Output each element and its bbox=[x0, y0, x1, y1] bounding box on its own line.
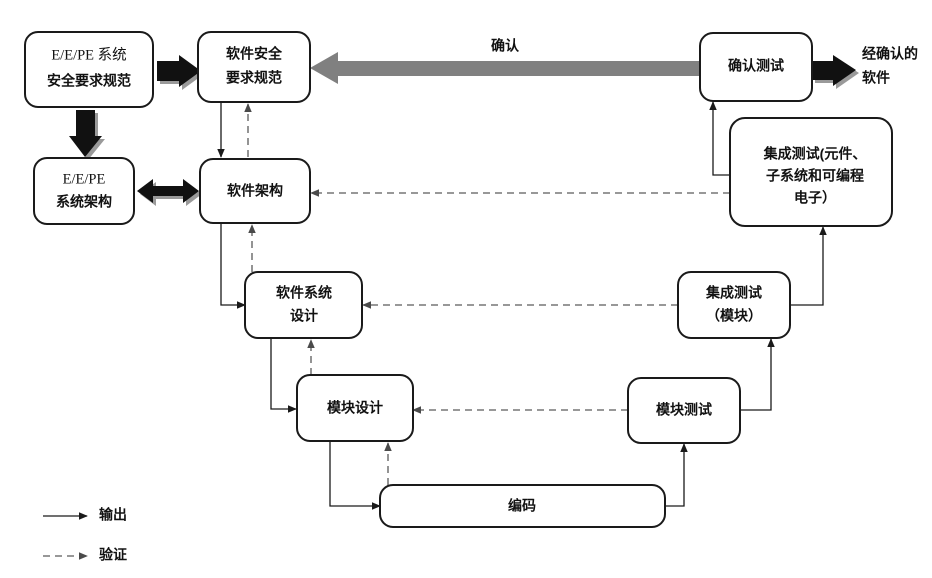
block-arrow-eepe-arch-to-sw-arch bbox=[137, 179, 202, 206]
flow-sw-arch-to-sw-system-design bbox=[220, 222, 246, 309]
flow-sw-system-design-to-module-design bbox=[270, 337, 297, 413]
flow-integration-test-system-to-validation-test bbox=[709, 101, 730, 176]
node-integration-test-system-line-3: 电子） bbox=[794, 190, 836, 206]
node-integration-test-module-line-2: （模块） bbox=[706, 308, 762, 324]
node-sw-system-design-line-2: 设计 bbox=[290, 308, 318, 324]
node-sw-safety-requirements-line-2: 要求规范 bbox=[226, 70, 282, 86]
node-integration-test-module-box bbox=[677, 271, 791, 339]
legend-item-verification: 验证 bbox=[43, 547, 127, 563]
flow-coding-to-module-test bbox=[665, 443, 688, 507]
node-sw-architecture-label: 软件架构 bbox=[227, 183, 283, 199]
validated-software-label: 经确认的 软件 bbox=[862, 46, 918, 86]
node-integration-test-system-box bbox=[729, 117, 893, 227]
validated-software-line-2: 软件 bbox=[862, 70, 890, 86]
node-sw-system-design-line-1: 软件系统 bbox=[276, 285, 332, 301]
node-eepe-architecture-box bbox=[33, 157, 135, 225]
node-eepe-architecture: E/E/PE 系统架构 bbox=[33, 157, 135, 225]
legend-verification-label: 验证 bbox=[99, 547, 127, 563]
node-sw-system-design-box bbox=[244, 271, 363, 339]
node-module-design-box bbox=[296, 374, 414, 442]
node-eepe-architecture-line-2: 系统架构 bbox=[56, 194, 112, 210]
output-flow-lines bbox=[217, 101, 827, 510]
node-module-test: 模块测试 bbox=[627, 377, 741, 444]
node-eepe-safety-requirements-line-2: 安全要求规范 bbox=[47, 73, 131, 89]
flow-module-test-to-integration-test-module bbox=[740, 338, 775, 411]
block-arrow-eepe-to-sw-safety-req bbox=[157, 55, 204, 90]
node-eepe-safety-requirements: E/E/PE 系统 安全要求规范 bbox=[24, 31, 154, 108]
block-arrow-eepe-req-to-eepe-arch bbox=[69, 110, 105, 160]
verification-flow-lines bbox=[244, 103, 730, 485]
node-coding-label: 编码 bbox=[508, 498, 536, 514]
node-eepe-safety-requirements-line-1: E/E/PE 系统 bbox=[51, 46, 126, 63]
node-sw-architecture: 软件架构 bbox=[199, 158, 311, 224]
node-integration-test-module: 集成测试 （模块） bbox=[677, 271, 791, 339]
node-module-test-label: 模块测试 bbox=[656, 402, 712, 418]
node-module-test-box bbox=[627, 377, 741, 444]
node-eepe-safety-requirements-box bbox=[24, 31, 154, 108]
validated-software-line-1: 经确认的 bbox=[862, 46, 918, 62]
node-sw-safety-requirements-line-1: 软件安全 bbox=[226, 46, 283, 62]
validation-arrow-label: 确认 bbox=[491, 38, 520, 54]
validation-arrow bbox=[310, 52, 700, 84]
legend: 输出 验证 bbox=[43, 507, 127, 563]
node-sw-architecture-box bbox=[199, 158, 311, 224]
node-coding: 编码 bbox=[379, 484, 666, 528]
node-integration-test-module-line-1: 集成测试 bbox=[705, 285, 762, 301]
node-validation-test: 确认测试 bbox=[699, 32, 813, 102]
node-coding-box bbox=[379, 484, 666, 528]
node-validation-test-box bbox=[699, 32, 813, 102]
node-sw-system-design: 软件系统 设计 bbox=[244, 271, 363, 339]
legend-output-label: 输出 bbox=[99, 507, 127, 523]
block-arrow-validation-test-to-validated-software bbox=[812, 55, 859, 89]
node-sw-safety-requirements: 软件安全 要求规范 bbox=[197, 31, 311, 103]
node-integration-test-system-line-2: 子系统和可编程 bbox=[766, 168, 864, 184]
node-sw-safety-requirements-box bbox=[197, 31, 311, 103]
node-module-design: 模块设计 bbox=[296, 374, 414, 442]
node-module-design-label: 模块设计 bbox=[327, 400, 383, 416]
node-integration-test-system: 集成测试(元件、 子系统和可编程 电子） bbox=[729, 117, 893, 227]
flow-integration-test-module-to-integration-test-system bbox=[790, 226, 827, 306]
flow-module-design-to-coding bbox=[329, 440, 381, 510]
node-eepe-architecture-line-1: E/E/PE bbox=[63, 171, 106, 187]
node-validation-test-label: 确认测试 bbox=[728, 58, 784, 74]
node-integration-test-system-line-1: 集成测试(元件、 bbox=[763, 146, 867, 162]
legend-item-output: 输出 bbox=[43, 507, 127, 523]
